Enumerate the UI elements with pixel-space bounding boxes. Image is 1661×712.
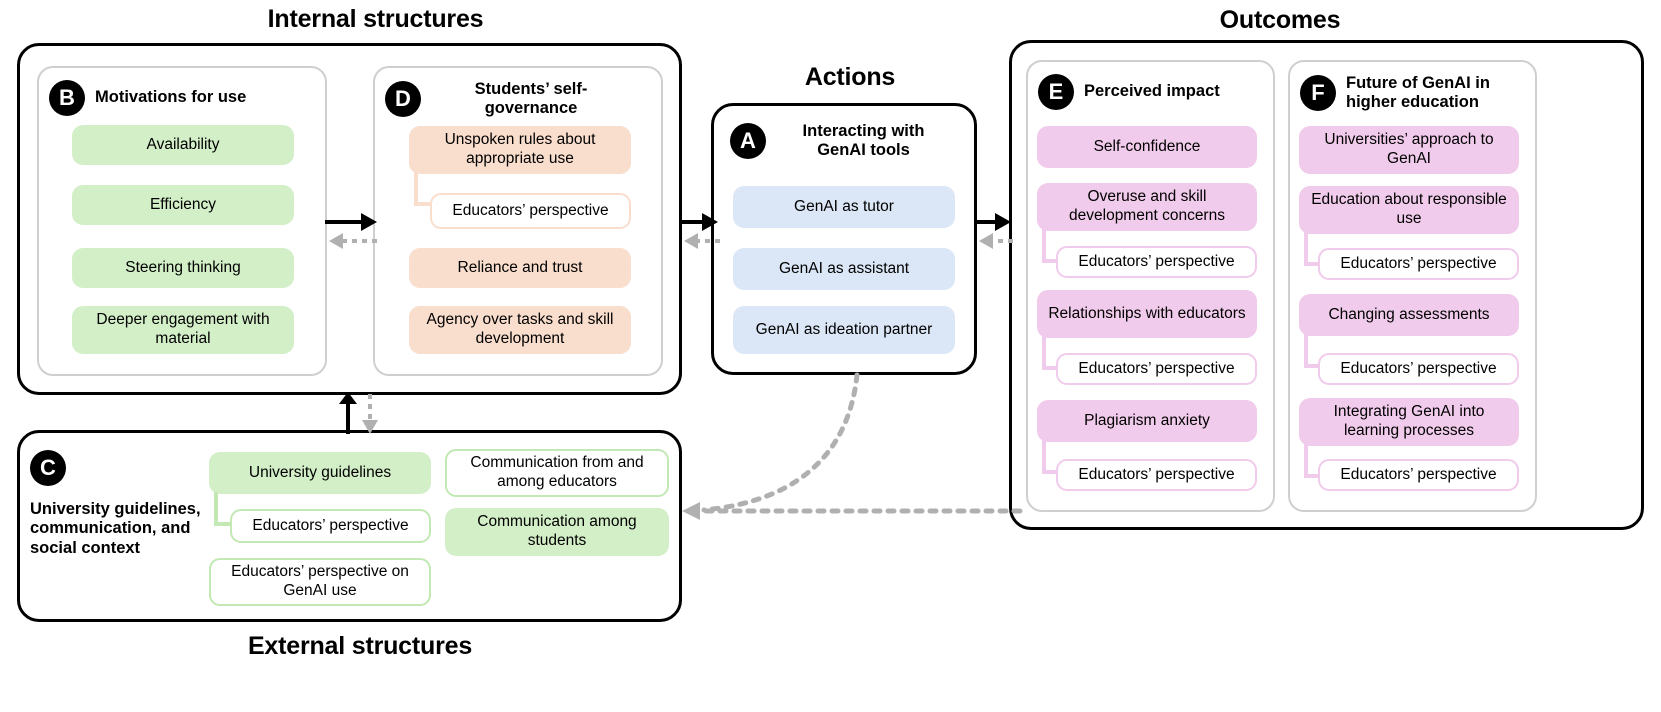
chip-educators-perspective-c-0[interactable]: Educators’ perspective: [230, 509, 431, 543]
connector-feedback-to-external: [660, 372, 1023, 522]
panel-c-title: University guidelines, communication, an…: [30, 500, 201, 557]
chip-agency-over-tasks[interactable]: Agency over tasks and skill development: [409, 306, 631, 354]
chip-educators-perspective-f-1[interactable]: Educators’ perspective: [1318, 248, 1519, 280]
chip-genai-as-tutor[interactable]: GenAI as tutor: [733, 186, 955, 228]
chip-educators-perspective-e-1[interactable]: Educators’ perspective: [1056, 246, 1257, 278]
chip-university-guidelines[interactable]: University guidelines: [209, 452, 431, 494]
chip-efficiency[interactable]: Efficiency: [72, 185, 294, 225]
panel-d-title: Students’ self-governance: [474, 80, 588, 118]
chip-relationships-with-educators[interactable]: Relationships with educators: [1037, 290, 1257, 338]
chip-steering-thinking[interactable]: Steering thinking: [72, 248, 294, 288]
badge-d: D: [385, 81, 421, 118]
chip-genai-as-assistant[interactable]: GenAI as assistant: [733, 248, 955, 290]
chip-educators-perspective-d-0[interactable]: Educators’ perspective: [430, 193, 631, 229]
chip-educators-perspective-e-3[interactable]: Educators’ perspective: [1056, 459, 1257, 491]
chip-deeper-engagement[interactable]: Deeper engagement with material: [72, 306, 294, 354]
badge-f: F: [1300, 75, 1336, 112]
chip-educators-perspective-f-2[interactable]: Educators’ perspective: [1318, 353, 1519, 385]
chip-educators-perspective-e-2[interactable]: Educators’ perspective: [1056, 353, 1257, 385]
chip-self-confidence[interactable]: Self-confidence: [1037, 126, 1257, 168]
connector-b-to-d: [325, 208, 379, 254]
connector-internal-to-actions: [680, 208, 734, 254]
chip-genai-as-ideation-partner[interactable]: GenAI as ideation partner: [733, 306, 955, 354]
panel-e-title: Perceived impact: [1084, 82, 1220, 101]
chip-changing-assessments[interactable]: Changing assessments: [1299, 294, 1519, 336]
chip-communication-among-students[interactable]: Communication among students: [445, 508, 669, 556]
badge-c: C: [30, 450, 66, 486]
badge-b: B: [49, 80, 85, 116]
chip-unspoken-rules[interactable]: Unspoken rules about appropriate use: [409, 126, 631, 174]
connector-actions-to-outcomes: [975, 208, 1029, 254]
section-title-actions: Actions: [804, 63, 896, 91]
connector-external-to-internal: [334, 392, 386, 434]
chip-educators-perspective-f-3[interactable]: Educators’ perspective: [1318, 459, 1519, 491]
section-title-internal-structures: Internal structures: [267, 5, 484, 33]
chip-plagiarism-anxiety[interactable]: Plagiarism anxiety: [1037, 400, 1257, 442]
chip-education-responsible-use[interactable]: Education about responsible use: [1299, 186, 1519, 234]
chip-availability[interactable]: Availability: [72, 125, 294, 165]
badge-e: E: [1038, 74, 1074, 110]
chip-universities-approach[interactable]: Universities’ approach to GenAI: [1299, 126, 1519, 174]
badge-a: A: [730, 123, 766, 160]
chip-integrating-genai[interactable]: Integrating GenAI into learning processe…: [1299, 398, 1519, 446]
section-title-external-structures: External structures: [247, 632, 473, 660]
panel-a-title: Interacting with GenAI tools: [802, 122, 925, 160]
panel-f-title: Future of GenAI in higher education: [1346, 74, 1490, 112]
chip-educators-perspective-on-genai-use[interactable]: Educators’ perspective on GenAI use: [209, 558, 431, 606]
panel-b-title: Motivations for use: [95, 88, 247, 107]
chip-overuse-skill-concerns[interactable]: Overuse and skill development concerns: [1037, 183, 1257, 231]
section-title-outcomes: Outcomes: [1219, 6, 1341, 34]
chip-reliance-and-trust[interactable]: Reliance and trust: [409, 248, 631, 288]
chip-communication-from-among-educators[interactable]: Communication from and among educators: [445, 449, 669, 497]
connector-outcomes-feedback-tail: [1018, 372, 1022, 522]
